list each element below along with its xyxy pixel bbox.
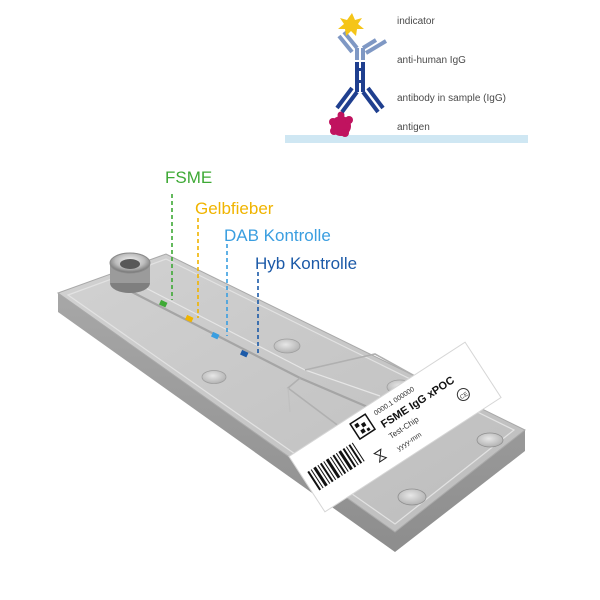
spot-hyb-kontrolle xyxy=(240,349,249,358)
chip-label-sticker: 0000.1 000000 FSME IgG xPOC Test-Chip yy… xyxy=(288,341,502,513)
assay-legend: indicator anti-human IgG antibody in sam… xyxy=(285,13,528,143)
spot-gelbfieber xyxy=(185,314,194,323)
ce-mark-icon: CE xyxy=(456,388,470,402)
legend-label-indicator: indicator xyxy=(397,16,435,27)
datamatrix-icon xyxy=(349,413,377,441)
chip-dimple xyxy=(201,370,227,384)
zone-label-gelbfieber: Gelbfieber xyxy=(195,199,274,218)
zone-label-fsme: FSME xyxy=(165,168,212,187)
legend-label-antigen: antigen xyxy=(397,122,430,133)
zone-label-dab-kontrolle: DAB Kontrolle xyxy=(224,226,331,245)
zone-callouts: FSME Gelbfieber DAB Kontrolle Hyb Kontro… xyxy=(165,168,357,353)
legend-label-antibody-in-sample: antibody in sample (IgG) xyxy=(397,93,506,104)
antibody-in-sample xyxy=(335,62,385,114)
chip-dimple xyxy=(273,338,301,354)
antigen-blob xyxy=(329,111,353,137)
barcode-icon xyxy=(307,442,365,491)
spot-fsme xyxy=(159,299,168,308)
anti-human-igg xyxy=(337,30,388,60)
indicator-star xyxy=(338,13,364,36)
chip-dimple xyxy=(397,488,427,506)
test-chip: 0000.1 000000 FSME IgG xPOC Test-Chip yy… xyxy=(56,252,526,552)
spot-dab-kontrolle xyxy=(211,331,220,340)
sample-port xyxy=(109,252,151,293)
surface-strip xyxy=(285,135,528,143)
legend-label-anti-human-igg: anti-human IgG xyxy=(397,55,466,66)
expiry-hourglass-icon xyxy=(373,448,388,464)
svg-text:CE: CE xyxy=(459,391,469,401)
zone-label-hyb-kontrolle: Hyb Kontrolle xyxy=(255,254,357,273)
chip-dimple xyxy=(476,432,504,448)
